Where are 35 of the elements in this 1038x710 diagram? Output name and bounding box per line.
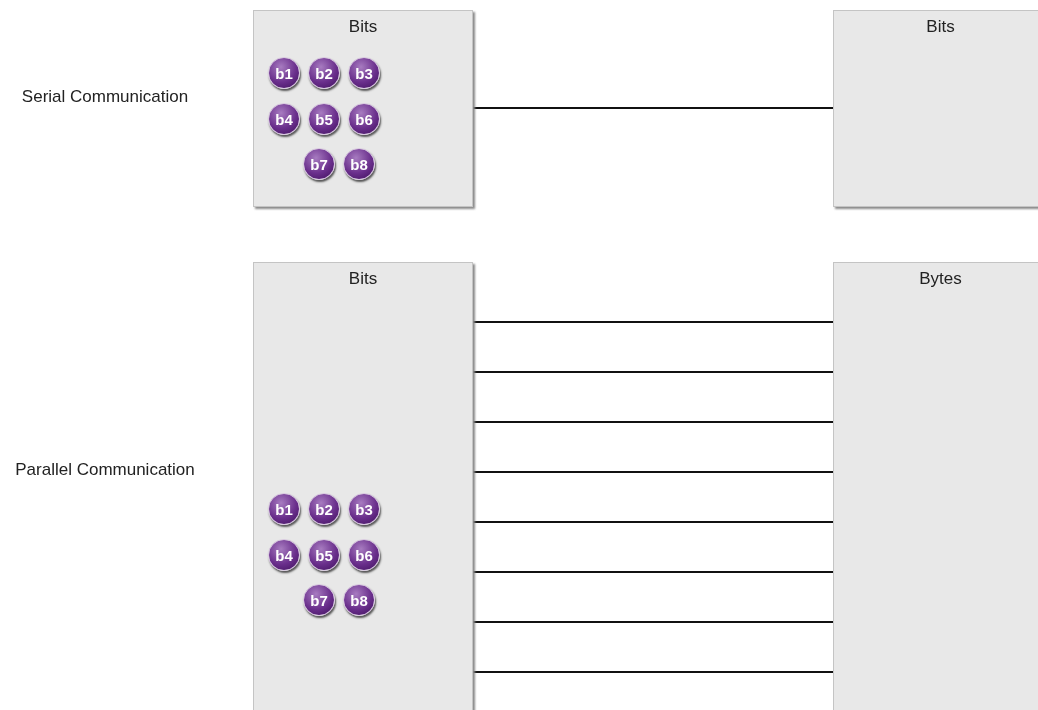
bit-circle: b2 — [308, 493, 340, 525]
wire-line — [472, 371, 834, 373]
wire-line — [472, 521, 834, 523]
bit-circle: b6 — [348, 103, 380, 135]
wire-line — [472, 421, 834, 423]
wire-line — [472, 621, 834, 623]
row-label: Parallel Communication — [15, 459, 195, 481]
panel-heading: Bits — [347, 269, 379, 289]
bit-circle: b6 — [348, 539, 380, 571]
wire-line — [472, 321, 834, 323]
panel-heading: Bits — [347, 17, 379, 37]
wire-line — [472, 107, 834, 109]
device-panel — [253, 10, 473, 207]
row-label: Serial Communication — [20, 86, 190, 108]
device-panel — [833, 10, 1038, 207]
panel-heading: Bytes — [918, 269, 963, 289]
bit-circle: b3 — [348, 57, 380, 89]
bit-circle: b4 — [268, 539, 300, 571]
device-panel — [253, 262, 473, 710]
wire-line — [472, 571, 834, 573]
bit-circle: b4 — [268, 103, 300, 135]
panel-heading: Bits — [925, 17, 956, 37]
bit-circle: b7 — [303, 148, 335, 180]
device-panel — [833, 262, 1038, 710]
bit-circle: b3 — [348, 493, 380, 525]
wire-line — [472, 671, 834, 673]
wire-line — [472, 471, 834, 473]
bit-circle: b1 — [268, 57, 300, 89]
bit-circle: b5 — [308, 103, 340, 135]
bit-circle: b2 — [308, 57, 340, 89]
bit-circle: b8 — [343, 148, 375, 180]
bit-circle: b5 — [308, 539, 340, 571]
bit-circle: b1 — [268, 493, 300, 525]
bit-circle: b7 — [303, 584, 335, 616]
bit-circle: b8 — [343, 584, 375, 616]
